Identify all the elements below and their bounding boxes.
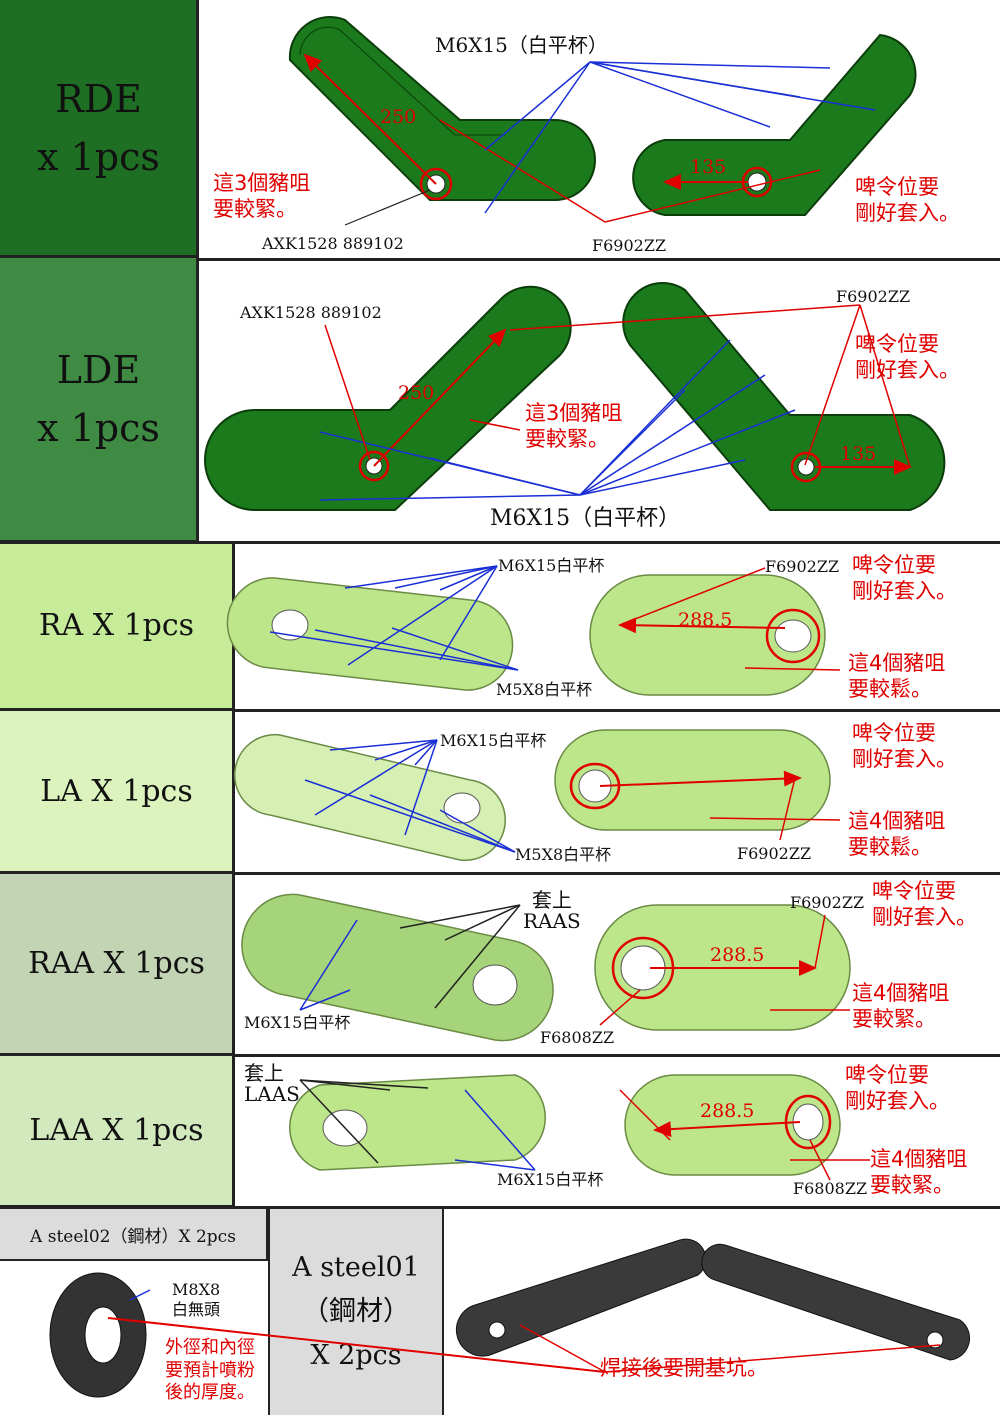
steel02-title-cell: A steel02（鋼材）X 2pcs [0, 1209, 268, 1261]
lde-right-part [622, 282, 946, 511]
divider-h-laa [0, 1206, 1000, 1209]
lde-note-fit: 啤令位要 剛好套入。 [855, 332, 960, 383]
raa-left-part [241, 893, 554, 1042]
la-annotations [304, 739, 841, 853]
steel-note-weld: 焊接後要開基坑。 [600, 1356, 768, 1380]
laa-left-part [289, 1074, 546, 1171]
rde-note-fit: 啤令位要 剛好套入。 [855, 175, 960, 226]
lde-screw-label: M6X15（白平杯） [490, 506, 681, 531]
ra-bearing-label: F6902ZZ [765, 557, 840, 576]
la-note-fit: 啤令位要 剛好套入。 [852, 721, 957, 772]
rde-screw-label: M6X15（白平杯） [435, 33, 608, 57]
steel-screw-label: M8X8 白無頭 [172, 1280, 221, 1319]
lde-note-tighten: 這3個豬咀 要較緊。 [525, 401, 623, 452]
laa-screw-label: M6X15白平杯 [497, 1170, 604, 1189]
raa-screw-label: M6X15白平杯 [244, 1013, 351, 1032]
raa-bearing-label: F6902ZZ [790, 893, 865, 912]
rde-part-label: AXK1528 889102 [262, 234, 404, 253]
rde-title: RDE x 1pcs [37, 76, 160, 179]
rde-title-cell: RDE x 1pcs [0, 0, 197, 258]
laa-annotations [299, 1079, 870, 1181]
raa-bearing-label2: F6808ZZ [540, 1028, 615, 1047]
ra-annotations [269, 565, 841, 671]
ra-title: RA X 1pcs [38, 608, 195, 643]
divider-h-lde [0, 541, 1000, 544]
rde-dim-short: 135 [690, 156, 727, 178]
divider-h-rde [196, 258, 1000, 261]
ra-screw-label2: M5X8白平杯 [496, 680, 593, 699]
ra-screw-label: M6X15白平杯 [498, 556, 605, 575]
rde-note-tighten: 這3個豬咀 要較緊。 [213, 171, 311, 222]
lde-dim-short: 135 [840, 443, 877, 465]
la-left-part [233, 733, 507, 862]
la-title: LA X 1pcs [40, 773, 193, 809]
steel-note-od: 外徑和內徑 要預計噴粉 後的厚度。 [165, 1337, 255, 1403]
ra-dim: 288.5 [678, 609, 733, 631]
divider-v-top [196, 0, 199, 543]
steel02-title: A steel02（鋼材）X 2pcs [30, 1226, 236, 1247]
la-screw-label: M6X15白平杯 [440, 731, 547, 750]
lde-title: LDE x 1pcs [37, 348, 160, 450]
divider-v-mid [232, 543, 235, 1208]
lde-annotations [319, 304, 912, 501]
raa-dim: 288.5 [710, 944, 765, 966]
laa-note-tighten: 這4個豬咀 要較緊。 [870, 1147, 968, 1198]
la-title-cell: LA X 1pcs [0, 711, 233, 874]
laa-title-cell: LAA X 1pcs [0, 1056, 233, 1208]
steel01-title-cell: A steel01 （鋼材） X 2pcs [268, 1209, 444, 1415]
lde-part-label: AXK1528 889102 [240, 303, 382, 322]
rde-annotations [303, 53, 876, 226]
divider-h-raa [232, 1054, 1000, 1057]
rde-right-part [632, 33, 917, 216]
ra-title-cell: RA X 1pcs [0, 543, 233, 711]
rde-dim-long: 250 [380, 106, 417, 128]
raa-annotations [299, 904, 850, 1026]
ra-left-part [226, 577, 514, 691]
la-note-loose: 這4個豬咀 要較鬆。 [848, 809, 946, 860]
laa-dim: 288.5 [700, 1100, 755, 1122]
lde-bearing-label: F6902ZZ [836, 287, 911, 306]
steel-annotations [107, 1289, 941, 1373]
la-bearing-label: F6902ZZ [737, 844, 812, 863]
divider-h-ra [232, 709, 1000, 712]
steel01-bars [455, 1238, 970, 1361]
raa-title: RAA X 1pcs [28, 946, 205, 981]
raa-note-tighten: 這4個豬咀 要較緊。 [852, 981, 950, 1032]
lde-dim-long: 250 [398, 382, 435, 404]
divider-h-la [232, 872, 1000, 875]
steel01-title: A steel01 （鋼材） X 2pcs [292, 1252, 420, 1371]
steel02-collar [49, 1272, 147, 1398]
laa-sleeve-label: 套上 LAAS [244, 1061, 300, 1106]
la-screw-label2: M5X8白平杯 [515, 845, 612, 864]
ra-right-part [589, 574, 826, 696]
laa-bearing-label: F6808ZZ [793, 1179, 868, 1198]
lde-title-cell: LDE x 1pcs [0, 258, 197, 543]
raa-sleeve-label: 套上 RAAS [523, 888, 581, 933]
ra-note-loose: 這4個豬咀 要較鬆。 [848, 651, 946, 702]
raa-note-fit: 啤令位要 剛好套入。 [872, 879, 977, 930]
la-right-part [554, 729, 831, 831]
laa-note-fit: 啤令位要 剛好套入。 [845, 1063, 950, 1114]
rde-bearing-label: F6902ZZ [592, 236, 667, 255]
raa-title-cell: RAA X 1pcs [0, 874, 233, 1056]
laa-title: LAA X 1pcs [29, 1113, 204, 1148]
ra-note-fit: 啤令位要 剛好套入。 [852, 553, 957, 604]
